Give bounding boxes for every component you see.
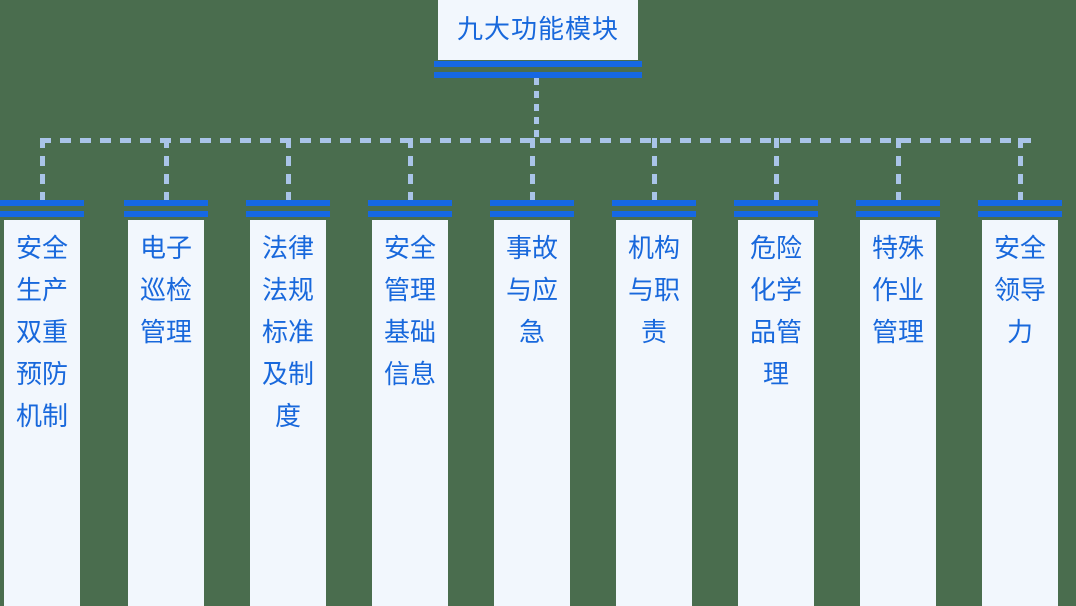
module-label: 安全生产双重预防机制 [15, 234, 68, 432]
module-accent-bar-top [612, 200, 696, 206]
module-card[interactable]: 法律法规标准及制度 [250, 220, 326, 606]
module-card[interactable]: 安全管理基础信息 [372, 220, 448, 606]
connector-drop-8 [896, 138, 901, 200]
root-node-accent-bar-bottom [434, 72, 642, 78]
module-label: 法律法规标准及制度 [261, 234, 314, 432]
module-card[interactable]: 事故与应急 [494, 220, 570, 606]
root-node-label: 九大功能模块 [456, 15, 619, 45]
module-card[interactable]: 安全生产双重预防机制 [4, 220, 80, 606]
connector-drop-3 [286, 138, 291, 200]
root-node-accent-bar-top [434, 61, 642, 67]
module-node-4[interactable]: 安全管理基础信息 [368, 200, 452, 606]
module-accent-bar-bottom [124, 211, 208, 217]
module-card[interactable]: 特殊作业管理 [860, 220, 936, 606]
root-node[interactable]: 九大功能模块 [434, 0, 642, 78]
module-accent-bar-bottom [0, 211, 84, 217]
module-card[interactable]: 电子巡检管理 [128, 220, 204, 606]
module-accent-bar-bottom [368, 211, 452, 217]
module-accent-bar-top [856, 200, 940, 206]
connector-drop-7 [774, 138, 779, 200]
connector-drop-4 [408, 138, 413, 200]
module-accent-bar-bottom [734, 211, 818, 217]
connector-drop-5 [530, 138, 535, 200]
module-label: 安全领导力 [993, 234, 1046, 348]
module-node-8[interactable]: 特殊作业管理 [856, 200, 940, 606]
module-accent-bar-top [490, 200, 574, 206]
connector-root-stem [534, 78, 539, 141]
connector-drop-9 [1018, 138, 1023, 200]
module-label: 安全管理基础信息 [383, 234, 436, 390]
module-label: 事故与应急 [505, 234, 558, 348]
connector-drop-1 [40, 138, 45, 200]
module-accent-bar-bottom [978, 211, 1062, 217]
module-accent-bar-bottom [612, 211, 696, 217]
connector-horizontal-bus [40, 138, 1036, 143]
module-card[interactable]: 机构与职责 [616, 220, 692, 606]
module-node-2[interactable]: 电子巡检管理 [124, 200, 208, 606]
module-accent-bar-top [978, 200, 1062, 206]
module-node-1[interactable]: 安全生产双重预防机制 [0, 200, 84, 606]
module-node-3[interactable]: 法律法规标准及制度 [246, 200, 330, 606]
module-label: 电子巡检管理 [139, 234, 192, 348]
module-card[interactable]: 危险化学品管理 [738, 220, 814, 606]
module-label: 机构与职责 [627, 234, 680, 348]
module-accent-bar-bottom [246, 211, 330, 217]
module-label: 危险化学品管理 [749, 234, 802, 390]
module-accent-bar-bottom [856, 211, 940, 217]
connector-drop-6 [652, 138, 657, 200]
module-accent-bar-top [734, 200, 818, 206]
module-accent-bar-top [124, 200, 208, 206]
module-accent-bar-bottom [490, 211, 574, 217]
module-node-7[interactable]: 危险化学品管理 [734, 200, 818, 606]
module-node-6[interactable]: 机构与职责 [612, 200, 696, 606]
module-accent-bar-top [246, 200, 330, 206]
module-label: 特殊作业管理 [871, 234, 924, 348]
module-node-9[interactable]: 安全领导力 [978, 200, 1062, 606]
module-accent-bar-top [368, 200, 452, 206]
connector-drop-2 [164, 138, 169, 200]
root-node-card[interactable]: 九大功能模块 [438, 0, 638, 60]
module-accent-bar-top [0, 200, 84, 206]
module-card[interactable]: 安全领导力 [982, 220, 1058, 606]
module-node-5[interactable]: 事故与应急 [490, 200, 574, 606]
